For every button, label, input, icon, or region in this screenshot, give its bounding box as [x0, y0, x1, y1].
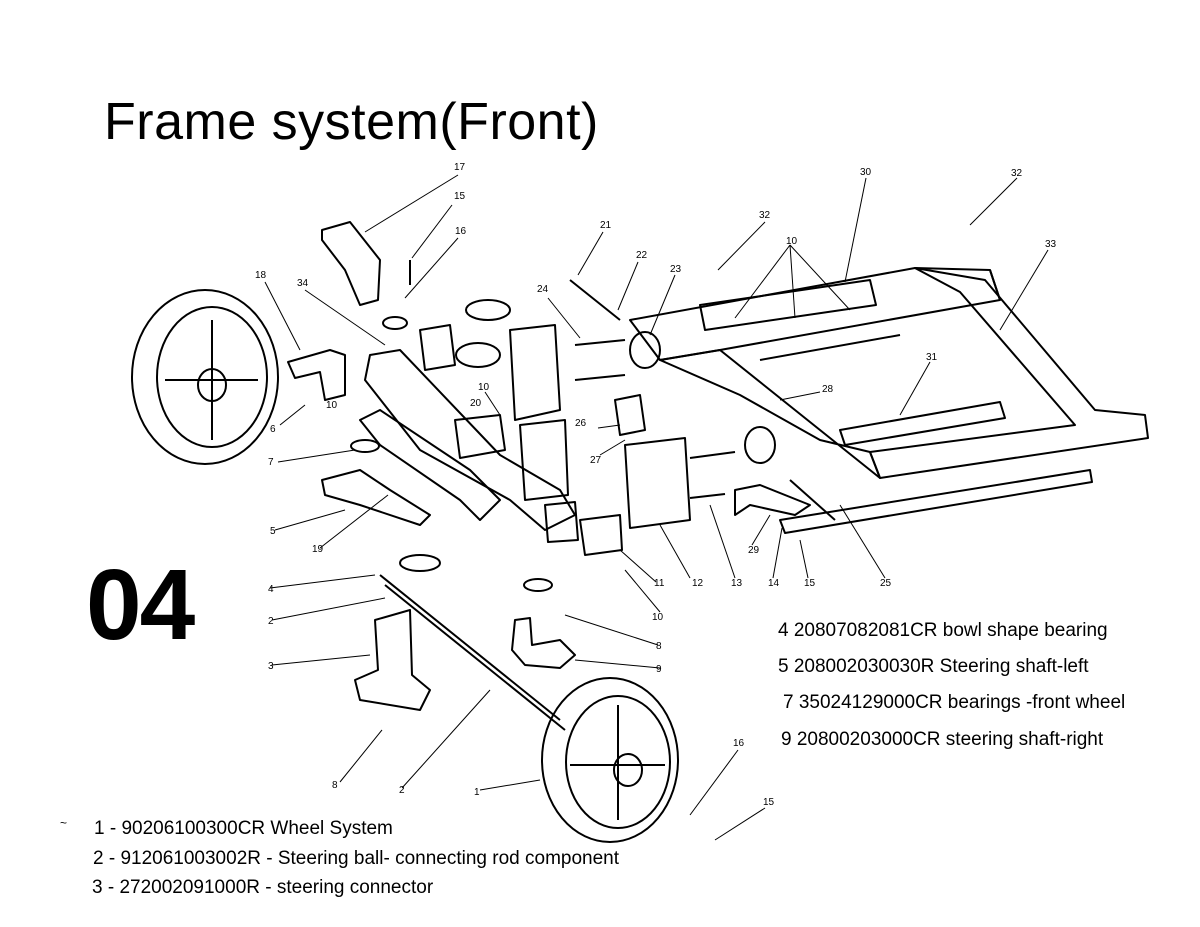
- steering-connector: [354, 609, 431, 711]
- callout-4: 4: [268, 584, 274, 595]
- front-frame: [359, 324, 691, 556]
- stray-mark: ~: [60, 816, 68, 830]
- callout-17: 17: [454, 162, 466, 173]
- bracket-25: [734, 484, 811, 516]
- callout-numbers: 1 2 2 3 4 5 6 7 8 8 9 10 10 10 10 11 12 …: [255, 162, 1057, 808]
- callout-2: 2: [268, 616, 274, 627]
- callout-1: 1: [474, 787, 480, 798]
- callout-11: 11: [654, 578, 665, 589]
- bolt-21: [569, 279, 621, 321]
- callout-8: 8: [332, 780, 338, 791]
- callout-7: 7: [268, 457, 274, 468]
- callout-28: 28: [822, 384, 834, 395]
- callout-5: 5: [270, 526, 276, 537]
- callout-27: 27: [590, 455, 602, 466]
- legend-item-7: 7 35024129000CR bearings -front wheel: [783, 692, 1126, 713]
- callout-30: 30: [860, 167, 872, 178]
- callout-32b: 32: [1011, 168, 1023, 179]
- callout-14: 14: [768, 578, 780, 589]
- wheel-right: [541, 677, 679, 843]
- legend-item-4: 4 20807082081CR bowl shape bearing: [778, 620, 1108, 641]
- callout-33: 33: [1045, 239, 1057, 250]
- steering-rod: [379, 574, 561, 721]
- callout-31: 31: [926, 352, 938, 363]
- wheel-left: [131, 289, 279, 465]
- steering-shaft-left: [321, 469, 431, 526]
- callout-8b: 8: [656, 641, 662, 652]
- callout-6: 6: [270, 424, 276, 435]
- bowl-bearing: [399, 554, 441, 572]
- legend-item-9: 9 20800203000CR steering shaft-right: [781, 729, 1104, 750]
- callout-2b: 2: [399, 785, 405, 796]
- callout-21: 21: [600, 220, 612, 231]
- bracket-17: [321, 221, 381, 306]
- callout-3: 3: [268, 661, 274, 672]
- page-number: 04: [86, 549, 195, 661]
- steering-shaft-right: [511, 617, 576, 669]
- callout-10: 10: [326, 400, 338, 411]
- callout-25: 25: [880, 578, 892, 589]
- callout-12: 12: [692, 578, 704, 589]
- callout-22: 22: [636, 250, 648, 261]
- callout-15b: 15: [804, 578, 816, 589]
- rear-frame: [629, 267, 1149, 534]
- callout-29: 29: [748, 545, 760, 556]
- callout-26: 26: [575, 418, 587, 429]
- callout-13: 13: [731, 578, 743, 589]
- callout-9: 9: [656, 664, 662, 675]
- callout-15c: 15: [763, 797, 775, 808]
- callout-23: 23: [670, 264, 682, 275]
- legend-item-1: 1 - 90206100300CR Wheel System: [94, 818, 393, 839]
- diagram-title: Frame system(Front): [104, 93, 599, 151]
- callout-18: 18: [255, 270, 267, 281]
- callout-10d: 10: [652, 612, 664, 623]
- callout-20: 20: [470, 398, 482, 409]
- callout-16: 16: [455, 226, 467, 237]
- callout-34: 34: [297, 278, 309, 289]
- callout-10b: 10: [478, 382, 490, 393]
- legend-item-2: 2 - 912061003002R - Steering ball- conne…: [93, 848, 620, 869]
- callout-32: 32: [759, 210, 771, 221]
- callout-19: 19: [312, 544, 324, 555]
- callout-16b: 16: [733, 738, 745, 749]
- legend-item-3: 3 - 272002091000R - steering connector: [92, 877, 434, 898]
- leader-lines: [264, 174, 1049, 841]
- bracket-18: [287, 349, 346, 401]
- callout-24: 24: [537, 284, 549, 295]
- legend-item-5: 5 208002030030R Steering shaft-left: [778, 656, 1089, 677]
- callout-15: 15: [454, 191, 466, 202]
- callout-10c: 10: [786, 236, 798, 247]
